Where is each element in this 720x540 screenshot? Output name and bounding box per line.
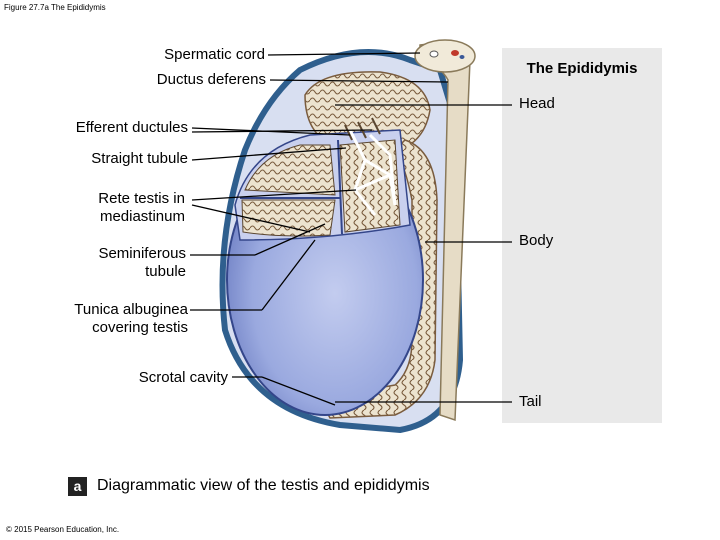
label-scrotal-cavity: Scrotal cavity: [138, 369, 228, 386]
label-tunica-line2: covering testis: [92, 319, 188, 336]
label-efferent-ductules: Efferent ductules: [75, 119, 188, 136]
label-straight-tubule: Straight tubule: [91, 150, 188, 167]
vessel-red: [451, 50, 459, 56]
caption-text: Diagrammatic view of the testis and epid…: [97, 477, 430, 494]
label-seminiferous-line1: Seminiferous: [98, 245, 186, 262]
panel-title: The Epididymis: [526, 60, 638, 77]
label-seminiferous-tubule: Seminiferous tubule: [60, 245, 186, 281]
title-panel: The Epididymis: [502, 48, 662, 423]
label-tail: Tail: [519, 393, 542, 410]
cord-cross-section: [414, 39, 476, 73]
rete-testis: [348, 129, 397, 216]
label-ductus-deferens: Ductus deferens: [156, 71, 266, 88]
lobule-1: [244, 144, 336, 196]
label-tunica-albuginea: Tunica albuginea covering testis: [40, 301, 188, 337]
label-tunica-line1: Tunica albuginea: [74, 301, 188, 318]
label-rete-testis: Rete testis in mediastinum: [60, 190, 185, 226]
label-spermatic-cord: Spermatic cord: [164, 46, 265, 63]
copyright-notice: © 2015 Pearson Education, Inc.: [6, 525, 120, 534]
caption-letter-badge: a: [68, 477, 87, 496]
label-head: Head: [519, 95, 555, 112]
lobule-2: [241, 199, 336, 237]
label-rete-testis-line2: mediastinum: [99, 208, 185, 225]
figure-caption: Figure 27.7a The Epididymis: [4, 3, 106, 12]
label-rete-testis-line1: Rete testis in: [98, 190, 185, 207]
leader-lines: [190, 52, 512, 406]
label-seminiferous-line2: tubule: [145, 263, 186, 280]
label-body: Body: [519, 232, 554, 249]
